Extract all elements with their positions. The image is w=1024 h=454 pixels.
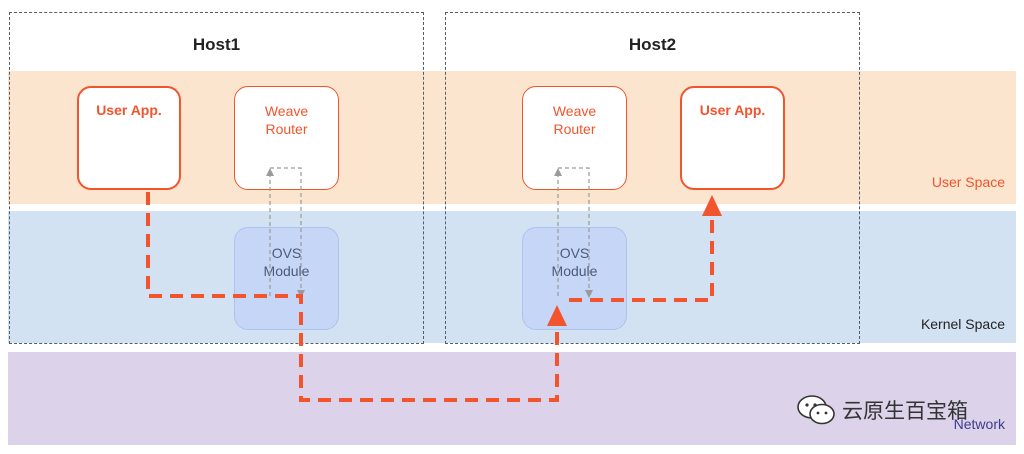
host2-user-app-label: User App. [699, 102, 766, 118]
packet-arrow-up-ovs2 [547, 305, 567, 326]
host1-ovs-line1: OVS [271, 245, 302, 261]
host1-ovs-module: OVS Module [234, 227, 339, 330]
watermark-text: 云原生百宝箱 [842, 400, 968, 423]
host2-frame: Host2 [445, 12, 860, 344]
host2-weave-router: Weave Router [522, 86, 627, 190]
packet-path [146, 192, 559, 402]
host2-weave-router-line1: Weave [552, 103, 597, 119]
packet-arrow-up-app2 [702, 195, 722, 216]
host2-user-app: User App. [680, 86, 785, 190]
host1-frame: Host1 [9, 12, 424, 344]
host2-title: Host2 [628, 35, 677, 54]
host2-ovs-line2: Module [551, 263, 598, 279]
host1-ovs-line2: Module [263, 263, 310, 279]
kernel-space-label: Kernel Space [920, 316, 1005, 332]
host1-title: Host1 [192, 35, 241, 54]
user-space-label: User Space [931, 174, 1005, 190]
host1-gray-loop [266, 167, 305, 298]
host1-weave-router-line2: Router [265, 121, 308, 137]
kernel-space-band [8, 211, 1016, 343]
host2-ovs-module: OVS Module [522, 227, 627, 330]
host1-weave-router: Weave Router [234, 86, 339, 190]
host1-user-app-label: User App. [96, 102, 162, 118]
host2-weave-router-line2: Router [553, 121, 596, 137]
wechat-icon [797, 395, 835, 425]
packet-path-host2 [569, 213, 714, 302]
host2-ovs-line1: OVS [559, 245, 590, 261]
host2-gray-loop [554, 167, 593, 298]
host1-weave-router-line1: Weave [264, 103, 309, 119]
network-label: Network [953, 416, 1005, 432]
watermark: 云原生百宝箱 [796, 392, 968, 428]
host1-user-app: User App. [77, 86, 181, 190]
